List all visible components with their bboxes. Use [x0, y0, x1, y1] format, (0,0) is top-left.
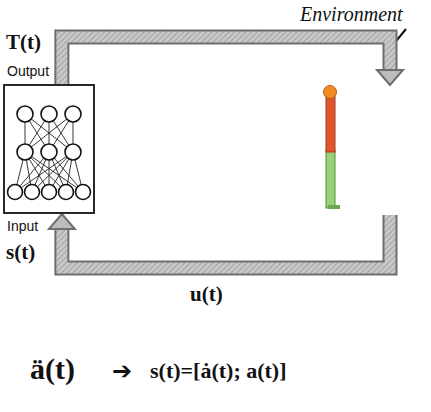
environment-label: Environment	[300, 3, 403, 26]
signal-band	[49, 214, 390, 268]
arrow-symbol: ➔	[112, 357, 132, 385]
port-label: Output	[7, 63, 49, 79]
equation-term: ä(t)	[30, 352, 75, 386]
signal-name: s(t)	[6, 240, 35, 265]
environment-region: Environment	[300, 85, 400, 215]
body-figure	[324, 86, 341, 210]
port-label: Input	[7, 218, 38, 234]
neural-network	[3, 84, 95, 214]
signal-band	[62, 37, 403, 85]
signal-name: T(t)	[6, 30, 41, 55]
network-box: OutputInput	[3, 84, 95, 214]
signal-name: u(t)	[190, 282, 223, 307]
equation: s(t)=[ȧ(t); a(t)]	[150, 358, 287, 384]
